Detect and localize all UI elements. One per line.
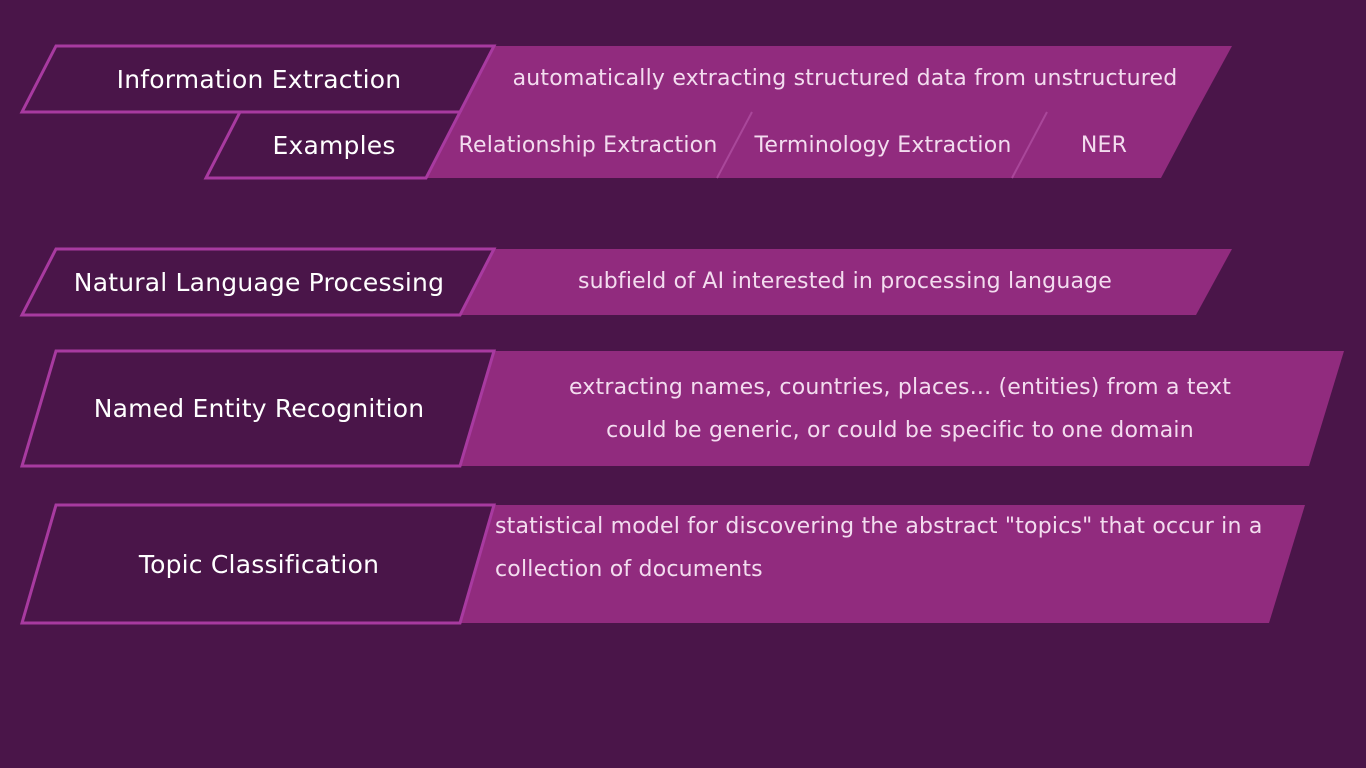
topic-term-box: [20, 503, 496, 625]
ner-desc-line-2: could be generic, or could be specific t…: [606, 417, 1194, 443]
example-terminology-extraction: Terminology Extraction: [754, 132, 1012, 158]
ner-term-box: [19, 349, 497, 468]
examples-term: Examples: [272, 130, 396, 160]
ner-term: Named Entity Recognition: [93, 394, 425, 423]
topic-desc-band: [460, 505, 1305, 623]
examples-divider-1: [716, 111, 753, 179]
example-relationship-extraction: Relationship Extraction: [458, 132, 718, 158]
examples-term-box: [203, 110, 463, 180]
info-desc-band: [460, 46, 1232, 112]
ner-desc-band: [460, 351, 1344, 466]
example-ner: NER: [1080, 132, 1128, 158]
ner-desc: extracting names, countries, places... (…: [495, 351, 1305, 466]
topic-desc: statistical model for discovering the ab…: [495, 505, 1265, 623]
topic-desc-line-2: collection of documents: [495, 557, 763, 582]
topic-term: Topic Classification: [138, 549, 380, 579]
nlp-term-box: [19, 247, 497, 317]
nlp-desc-band: [460, 249, 1232, 315]
info-desc: automatically extracting structured data…: [512, 65, 1178, 91]
ner-desc-line-1: extracting names, countries, places... (…: [568, 374, 1232, 400]
topic-desc-line-1: statistical model for discovering the ab…: [495, 514, 1263, 539]
nlp-desc: subfield of AI interested in processing …: [577, 268, 1113, 294]
examples-band: [426, 112, 1196, 178]
examples-divider-2: [1011, 111, 1048, 179]
info-term: Information Extraction: [116, 64, 402, 94]
nlp-term: Natural Language Processing: [73, 267, 445, 297]
